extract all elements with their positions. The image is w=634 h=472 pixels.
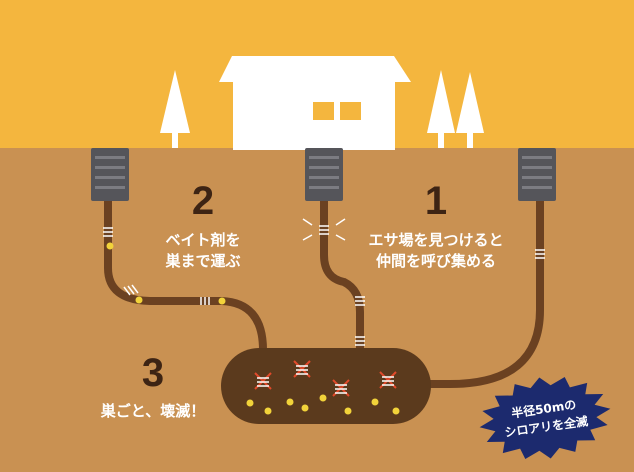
alert-burst-icon xyxy=(302,218,346,241)
bait-pellet-icon xyxy=(246,399,254,407)
termite-icon xyxy=(355,296,365,306)
bait-pellet-icon xyxy=(264,407,272,415)
termite-icon xyxy=(332,379,350,397)
tree-icon xyxy=(456,72,484,148)
termite-icon xyxy=(200,297,210,305)
termite-icon xyxy=(319,225,329,235)
termite-icon xyxy=(293,360,311,378)
house-icon xyxy=(219,56,411,150)
step-3-number: 3 xyxy=(142,351,164,395)
termite-icon xyxy=(379,371,397,389)
step-1-line2: 仲間を呼び集める xyxy=(376,252,496,270)
bait-pellet-icon xyxy=(106,242,114,250)
bait-pellet-icon xyxy=(218,297,226,305)
step-2-line2: 巣まで運ぶ xyxy=(164,252,240,270)
termite-icon xyxy=(123,284,139,296)
tunnel-right xyxy=(416,192,544,388)
termite-icon xyxy=(355,336,365,346)
bait-station-icon xyxy=(91,148,129,201)
tunnel-center xyxy=(320,192,364,354)
termite-icon xyxy=(535,249,545,259)
bait-pellet-icon xyxy=(392,407,400,415)
step-1-number: 1 xyxy=(425,179,447,223)
step-2-line1: ベイト剤を xyxy=(165,231,240,249)
dead-termites xyxy=(254,360,397,397)
bait-pellets xyxy=(106,242,226,305)
tree-icon xyxy=(160,70,190,148)
starburst-badge-icon: 半径50mの シロアリを全滅 xyxy=(479,377,611,459)
bait-pellet-icon xyxy=(344,407,352,415)
step-2-number: 2 xyxy=(192,179,214,223)
bait-pellet-icon xyxy=(319,394,327,402)
bait-pellet-icon xyxy=(301,404,309,412)
step-3-line1: 巣ごと、壊滅！ xyxy=(100,402,205,420)
bait-station-icon xyxy=(305,148,343,201)
tree-icon xyxy=(427,70,455,148)
bait-pellet-icon xyxy=(371,398,379,406)
nest-icon xyxy=(221,348,431,424)
tunnel-left xyxy=(104,192,267,354)
termite-icon xyxy=(254,372,272,390)
bait-pellet-icon xyxy=(286,398,294,406)
bait-pellet-icon xyxy=(135,296,143,304)
tunnels xyxy=(104,192,544,388)
nest-bait-pellets xyxy=(246,394,400,415)
termite-icon xyxy=(103,227,113,237)
step-1-line1: エサ場を見つけると xyxy=(368,231,503,249)
bait-station-icon xyxy=(518,148,556,201)
